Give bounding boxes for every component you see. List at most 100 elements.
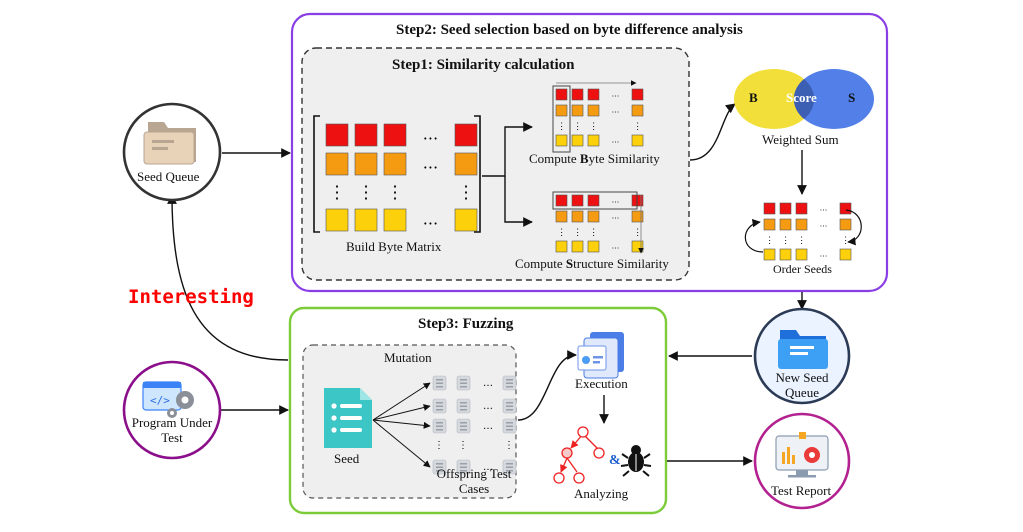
byte-matrix-cell — [383, 208, 407, 232]
offspring-doc-line — [506, 382, 513, 384]
offspring-doc-line — [506, 466, 513, 468]
struct-sim-cell — [631, 210, 644, 223]
byte-matrix-cell — [354, 152, 378, 176]
byte-sim-vdots: ⋮ — [557, 122, 566, 132]
byte-matrix-ellipsis: … — [423, 125, 438, 143]
order-seeds-vdots: ⋮ — [841, 236, 850, 246]
offspring-doc-line — [506, 422, 513, 424]
offspring-doc-line — [506, 463, 513, 465]
mutation-arrow — [372, 382, 431, 421]
byte-sim-cell — [555, 104, 568, 117]
struct-sim-vdots: ⋮ — [557, 228, 566, 238]
byte-sim-vdots: ⋮ — [573, 122, 582, 132]
byte-sim-column-highlight — [552, 85, 571, 153]
struct-sim-cell — [555, 210, 568, 223]
offspring-doc-line — [460, 379, 467, 381]
struct-sim-cell — [555, 240, 568, 253]
offspring-doc-line — [506, 409, 513, 411]
byte-sim-cell — [571, 134, 584, 147]
test-report-node — [753, 412, 851, 510]
order-seeds-cell — [795, 218, 808, 231]
weighted-sum-venn — [734, 69, 874, 129]
struct-sim-ellipsis: … — [612, 212, 620, 221]
byte-matrix-ellipsis: … — [423, 210, 438, 228]
code-gear-icon: </> — [142, 381, 194, 418]
new-seed-queue-node — [753, 307, 851, 405]
byte-sim-cell — [631, 104, 644, 117]
offspring-doc-line — [460, 425, 467, 427]
byte-sim-ellipsis: … — [612, 106, 620, 115]
struct-sim-cell — [555, 194, 568, 207]
offspring-doc-line — [460, 429, 467, 431]
order-loop-right — [845, 209, 862, 246]
order-seeds-vdots: ⋮ — [765, 236, 774, 246]
arrow-to-venn — [689, 103, 736, 161]
offspring-ellipsis: … — [483, 378, 493, 389]
byte-matrix-cell — [383, 123, 407, 147]
offspring-doc-line — [436, 402, 443, 404]
byte-matrix-cell — [454, 208, 478, 232]
struct-sim-cell — [571, 210, 584, 223]
report-monitor-icon — [775, 432, 829, 478]
byte-sim-cell — [571, 104, 584, 117]
execution-icon — [577, 332, 624, 379]
offspring-doc-line — [436, 379, 443, 381]
order-seeds-cell — [839, 218, 852, 231]
offspring-grid: ………⋮⋮⋮… — [432, 375, 517, 475]
byte-matrix-cell — [325, 208, 349, 232]
order-seeds-vdots: ⋮ — [781, 236, 790, 246]
order-seeds-cell — [763, 202, 776, 215]
byte-sim-ellipsis: … — [612, 90, 620, 99]
struct-sim-row-highlight — [552, 191, 638, 210]
mutation-arrows — [372, 382, 431, 468]
order-seeds-vdots: ⋮ — [797, 236, 806, 246]
folder-icon-blue — [778, 330, 828, 369]
order-seeds-cell — [839, 202, 852, 215]
offspring-doc-line — [436, 463, 443, 465]
analyzing-tree-icon — [553, 426, 605, 484]
struct-sim-vdots: ⋮ — [573, 228, 582, 238]
offspring-doc-line — [460, 470, 467, 472]
arrow-interesting — [167, 194, 289, 361]
order-seeds-ellipsis: … — [820, 220, 828, 229]
mutation-arrow — [372, 419, 431, 468]
offspring-doc-line — [436, 405, 443, 407]
offspring-vdots: ⋮ — [458, 440, 468, 451]
byte-sim-vdots: ⋮ — [633, 122, 642, 132]
offspring-doc-line — [460, 405, 467, 407]
arrow-mutation-to-execution — [517, 350, 577, 421]
byte-matrix-vdots: ⋮ — [457, 183, 475, 203]
offspring-doc-line — [506, 402, 513, 404]
offspring-ellipsis: … — [483, 421, 493, 432]
mutation-arrow — [372, 404, 431, 421]
offspring-doc-line — [460, 466, 467, 468]
offspring-doc-line — [506, 429, 513, 431]
struct-sim-cell — [631, 240, 644, 253]
offspring-doc-line — [436, 386, 443, 388]
offspring-doc-line — [460, 386, 467, 388]
order-seeds-cell — [763, 218, 776, 231]
struct-sim-cell — [571, 240, 584, 253]
offspring-vdots: ⋮ — [504, 440, 514, 451]
order-seeds-cell — [779, 248, 792, 261]
byte-matrix-cell — [354, 123, 378, 147]
seed-queue-node — [122, 102, 222, 202]
byte-matrix-cell — [454, 123, 478, 147]
offspring-ellipsis: … — [483, 462, 493, 473]
offspring-doc-line — [460, 402, 467, 404]
seed-document-icon — [324, 388, 372, 448]
offspring-doc-line — [460, 409, 467, 411]
struct-sim-cell — [571, 194, 584, 207]
offspring-doc-line — [436, 429, 443, 431]
order-seeds-matrix: ……⋮⋮⋮⋮… — [763, 202, 852, 261]
struct-sim-cell — [587, 210, 600, 223]
byte-matrix-vdots: ⋮ — [357, 183, 375, 203]
byte-sim-cell — [587, 88, 600, 101]
byte-matrix-vdots: ⋮ — [328, 183, 346, 203]
order-seeds-cell — [839, 248, 852, 261]
mutation-arrow — [372, 419, 431, 429]
byte-matrix-cell — [354, 208, 378, 232]
byte-sim-cell — [571, 88, 584, 101]
